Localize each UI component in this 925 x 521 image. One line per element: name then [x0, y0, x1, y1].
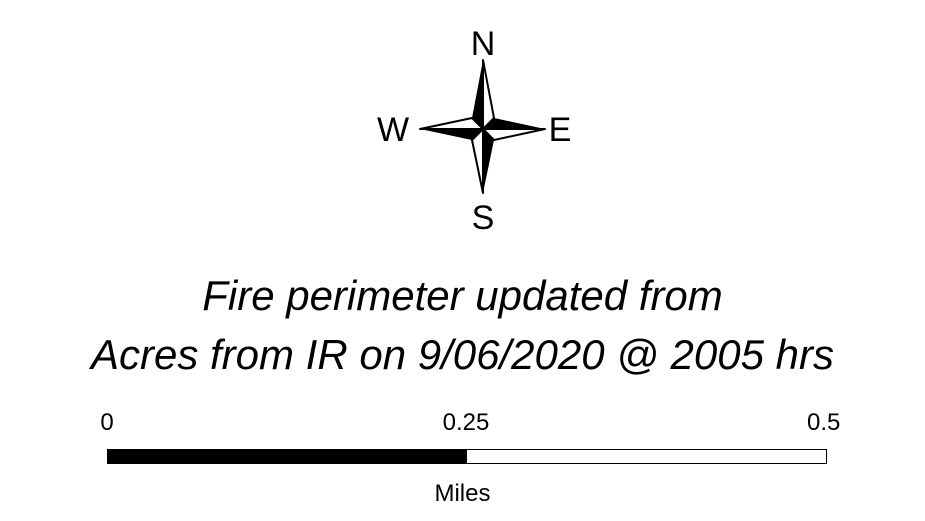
compass-north-light [482, 59, 495, 130]
compass-label-south: S [472, 199, 495, 237]
compass-label-west: W [377, 111, 409, 149]
scale-tick-label-end: 0.5 [806, 409, 841, 436]
compass-south-light [471, 128, 484, 194]
scale-tick-label-start: 0 [100, 409, 114, 436]
compass-east-dark [483, 118, 545, 129]
compass-north-dark [472, 60, 483, 129]
compass-label-north: N [471, 25, 496, 63]
north-arrow-icon: N E S W [377, 25, 572, 237]
perimeter-note-line-2: Acres from IR on 9/06/2020 @ 2005 hrs [90, 331, 835, 378]
compass-label-east: E [549, 111, 572, 149]
compass-east-light [482, 128, 546, 141]
scale-bar [107, 449, 827, 464]
compass-west-dark [420, 129, 483, 140]
compass-west-light [419, 117, 484, 130]
scale-bar-filled-segment [108, 450, 467, 463]
scale-tick-label-mid: 0.25 [442, 409, 490, 436]
perimeter-note-line-1: Fire perimeter updated from [202, 272, 723, 319]
scale-units-label: Miles [434, 480, 491, 507]
compass-south-dark [483, 129, 494, 193]
